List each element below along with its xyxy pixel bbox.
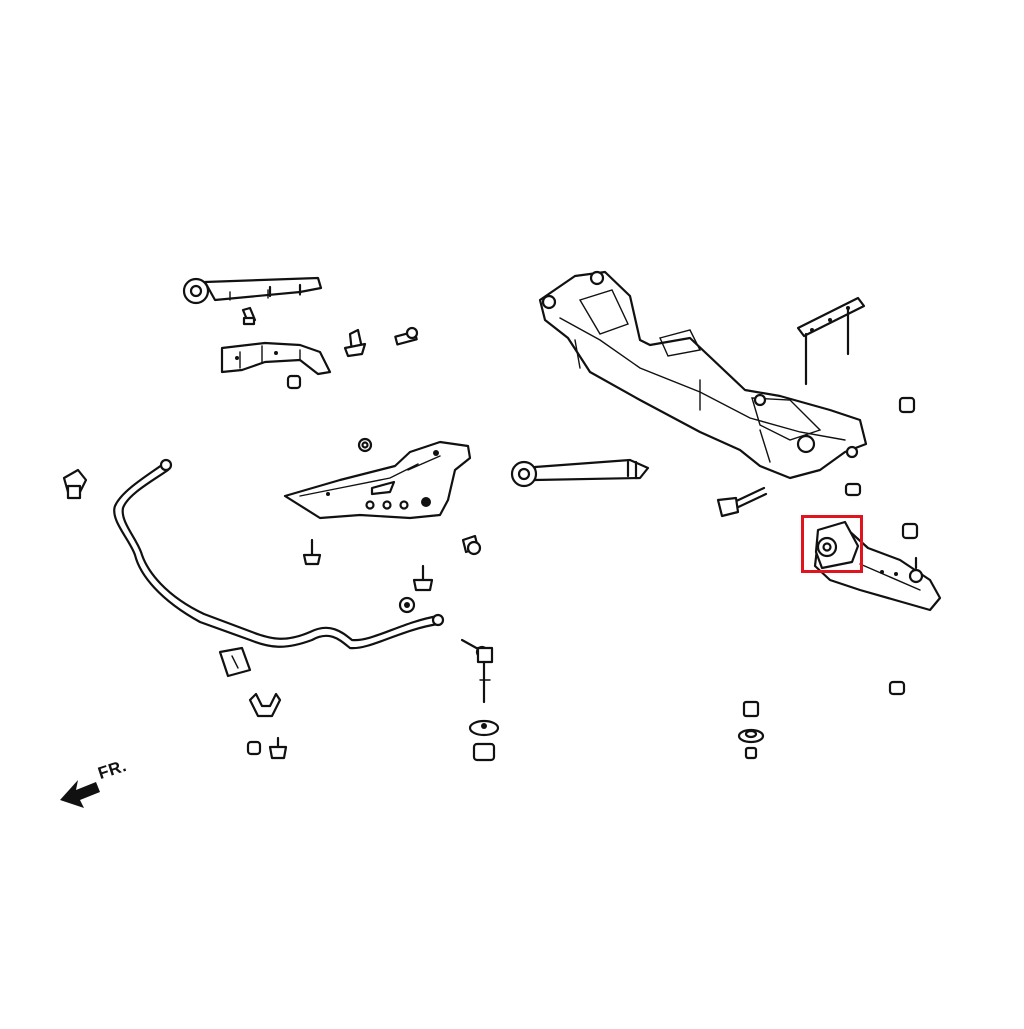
bolt-small (241, 306, 257, 326)
highlight-box (801, 515, 863, 573)
front-arrow-icon (60, 780, 100, 808)
bushing-f (901, 522, 919, 540)
long-bolt (716, 486, 768, 518)
nut-washer (357, 437, 373, 453)
nut-g (246, 740, 262, 756)
tension-rod (510, 458, 650, 488)
nut-i (888, 680, 906, 696)
mounting-bracket (220, 341, 332, 376)
link-bushing (472, 742, 496, 762)
bolt-a (302, 538, 322, 566)
bolt-bracket (343, 328, 367, 358)
sway-bar-bracket (248, 692, 282, 718)
sway-bar (113, 458, 445, 650)
link-washer (468, 719, 500, 737)
nut-e (844, 482, 862, 497)
clip-fastener (62, 468, 88, 500)
bolt-horizontal (394, 326, 419, 346)
nut (286, 374, 302, 390)
lower-arm-bracket (283, 440, 472, 520)
sway-bar-bushing (218, 646, 252, 678)
bolt-b (461, 534, 482, 556)
lower-control-arm-bushing (814, 520, 860, 570)
stabilizer-link (460, 638, 494, 704)
stud-plate (796, 296, 866, 386)
bushing-small-right (898, 396, 916, 414)
bushing-stack (737, 700, 765, 760)
nut-d (398, 596, 416, 614)
upper-tension-rod (182, 276, 323, 305)
front-crossmember (538, 270, 868, 480)
bolt-c (412, 564, 434, 592)
bolt-h (268, 736, 288, 760)
